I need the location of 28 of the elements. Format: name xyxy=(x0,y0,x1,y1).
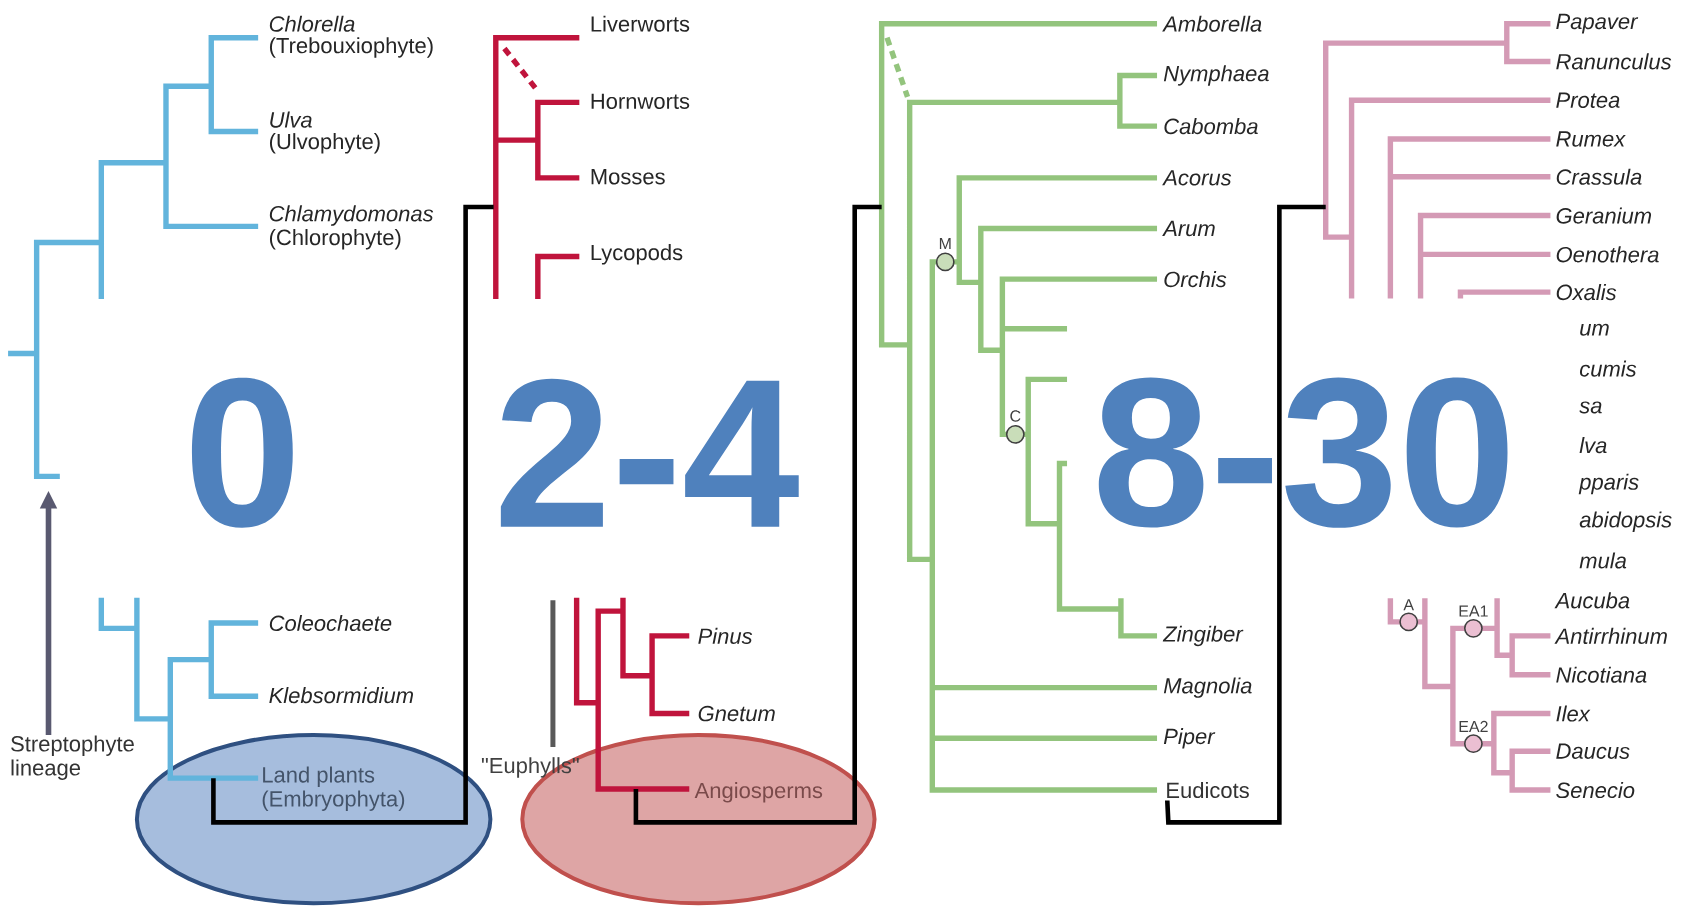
taxon-label: um xyxy=(1580,324,1609,337)
taxon-label: cumis xyxy=(1579,360,1637,377)
clade-label: Eudicots xyxy=(1167,782,1249,799)
connector-line xyxy=(211,204,494,825)
connector-line xyxy=(633,204,882,825)
big-number: 0 xyxy=(191,377,293,528)
taxon-label: Hornworts xyxy=(591,93,690,110)
node-letter: EA1 xyxy=(1459,605,1488,617)
taxon-label: Cabomba xyxy=(1164,118,1258,135)
taxon-label: pparis xyxy=(1578,473,1639,495)
taxon-label: Gnetum xyxy=(698,706,775,722)
node-letter: M xyxy=(939,238,951,250)
node-letter: EA2 xyxy=(1459,721,1488,733)
taxon-label: lva xyxy=(1579,437,1607,454)
connector-line xyxy=(1165,204,1326,825)
taxon-label: Senecio xyxy=(1556,782,1635,799)
taxon-label: Lycopods xyxy=(591,244,683,265)
taxon-label: sa xyxy=(1579,401,1602,414)
taxon-label: Mosses xyxy=(591,169,665,185)
taxon-label: mula xyxy=(1579,552,1627,569)
big-number: 2-4 xyxy=(500,378,799,527)
taxon-label: (Trebouxiophyte) xyxy=(269,37,433,58)
node-letter: A xyxy=(1403,599,1414,611)
taxon-label: Nymphaea xyxy=(1163,65,1269,86)
taxon-label: Klebsormidium xyxy=(269,687,413,704)
taxon-label: abidopsis xyxy=(1579,511,1672,533)
taxon-label: Chlamydomonas xyxy=(269,205,434,227)
node-letter: C xyxy=(1010,410,1021,422)
